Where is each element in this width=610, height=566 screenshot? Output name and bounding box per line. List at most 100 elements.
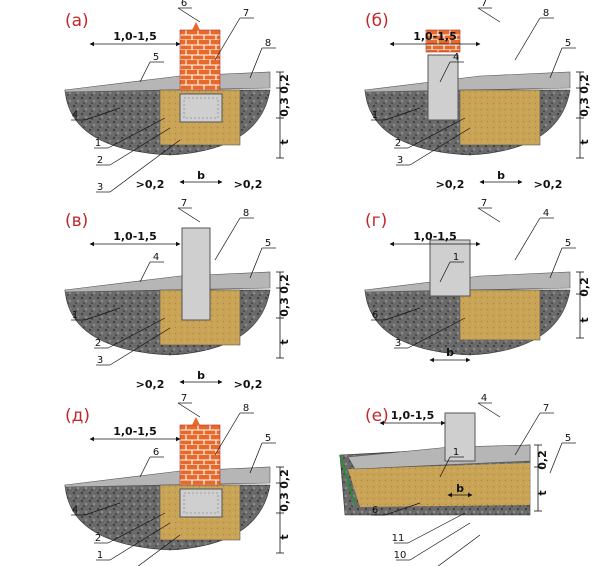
callout-leader xyxy=(477,207,501,223)
callout-label-1: 1 xyxy=(453,252,459,263)
callout-leader xyxy=(84,107,121,121)
callout-leader xyxy=(177,207,201,223)
panel-letter-v: (в) xyxy=(65,211,88,231)
span-label: 1,0-1,5 xyxy=(413,230,457,243)
vertical-label-0: 0,2 xyxy=(536,450,549,470)
sand-cushion xyxy=(459,289,541,341)
callout-label-3: 3 xyxy=(395,338,401,349)
foundation-beam xyxy=(429,239,471,297)
side-offset-left: >0,2 xyxy=(136,378,165,391)
callout-leader xyxy=(109,127,171,166)
callout-leader xyxy=(384,107,421,121)
side-offset-left: >0,2 xyxy=(136,178,165,191)
callout-leader xyxy=(249,47,263,79)
blind-area xyxy=(364,71,571,93)
vertical-label-2: t xyxy=(278,139,291,144)
side-offset-right: >0,2 xyxy=(534,178,563,191)
panel-letter-d: (д) xyxy=(65,406,90,426)
panel-letter-g: (г) xyxy=(365,211,387,231)
callout-leader xyxy=(109,522,171,561)
callout-label-5: 5 xyxy=(265,433,271,444)
callout-leader xyxy=(409,522,471,561)
brick-wall xyxy=(179,29,221,91)
callout-label-4: 4 xyxy=(153,252,159,263)
span-label: 1,0-1,5 xyxy=(113,230,157,243)
callout-leader xyxy=(407,512,466,544)
span-label: 1,0-1,5 xyxy=(113,425,157,438)
vertical-label-1: t xyxy=(536,490,549,495)
callout-label-10: 10 xyxy=(394,550,407,561)
callout-label-3: 3 xyxy=(397,155,403,166)
callout-label-4: 4 xyxy=(72,110,78,121)
callout-label-5: 5 xyxy=(153,52,159,63)
foundation-beam xyxy=(427,54,459,121)
callout-label-7: 7 xyxy=(481,198,487,209)
callout-label-3: 3 xyxy=(97,355,103,366)
width-label: b xyxy=(197,564,205,566)
foundation-beam xyxy=(179,93,223,123)
callout-leader xyxy=(214,17,241,61)
vertical-label-1: 0,3 xyxy=(278,97,291,117)
callout-leader xyxy=(139,61,151,83)
callout-label-11: 11 xyxy=(392,533,405,544)
sand-backfill xyxy=(348,463,530,507)
vertical-label-2: t xyxy=(578,139,591,144)
foundation-beam xyxy=(179,488,223,518)
vertical-label-1: t xyxy=(578,317,591,322)
callout-label-7: 7 xyxy=(243,8,249,19)
callout-label-7: 7 xyxy=(481,0,487,9)
callout-leader xyxy=(514,17,541,61)
width-label: b xyxy=(446,346,454,359)
callout-label-5: 5 xyxy=(565,38,571,49)
foundation-beam xyxy=(444,412,476,462)
callout-label-4: 4 xyxy=(72,505,78,516)
width-label: b xyxy=(497,169,505,182)
callout-label-7: 7 xyxy=(181,393,187,404)
callout-label-4: 4 xyxy=(481,393,487,404)
callout-leader xyxy=(407,117,466,149)
callout-label-4: 4 xyxy=(453,52,459,63)
panel-letter-b: (б) xyxy=(365,11,389,31)
callout-leader xyxy=(439,456,451,478)
callout-label-6: 6 xyxy=(372,505,378,516)
callout-leader xyxy=(84,502,121,516)
callout-label-1: 1 xyxy=(97,550,103,561)
callout-leader xyxy=(137,534,181,566)
callout-leader xyxy=(437,534,481,566)
callout-leader xyxy=(109,327,171,366)
callout-label-1: 1 xyxy=(95,138,101,149)
callout-label-6: 6 xyxy=(181,0,187,9)
callout-leader xyxy=(407,317,466,349)
reinforcement xyxy=(183,492,219,514)
callout-leader xyxy=(549,247,563,279)
span-label: 1,0-1,5 xyxy=(391,409,435,422)
callout-leader xyxy=(477,7,501,23)
callout-leader xyxy=(384,307,421,321)
callout-label-2: 2 xyxy=(395,138,401,149)
callout-leader xyxy=(139,456,151,478)
brick-wall xyxy=(179,424,221,486)
callout-leader xyxy=(384,502,421,516)
callout-leader xyxy=(249,247,263,279)
side-offset-right: >0,2 xyxy=(234,178,263,191)
callout-leader xyxy=(549,47,563,79)
vertical-label-1: 0,3 xyxy=(278,492,291,512)
callout-label-5: 5 xyxy=(565,433,571,444)
panel-e: (е)1,0-1,5b0,2t4751611109 xyxy=(339,393,576,566)
vertical-label-0: 0,2 xyxy=(578,277,591,297)
callout-leader xyxy=(177,7,201,23)
span-label: 1,0-1,5 xyxy=(413,30,457,43)
vertical-label-0: 0,2 xyxy=(578,74,591,94)
callout-label-7: 7 xyxy=(543,403,549,414)
callout-label-7: 7 xyxy=(181,198,187,209)
callout-leader xyxy=(514,217,541,261)
vertical-label-1: 0,3 xyxy=(578,97,591,117)
side-offset-left: >0,2 xyxy=(436,178,465,191)
callout-leader xyxy=(214,412,241,456)
vertical-label-0: 0,2 xyxy=(278,74,291,94)
slope-vegetation xyxy=(339,454,356,506)
callout-label-1: 1 xyxy=(372,110,378,121)
panel-letter-a: (а) xyxy=(65,11,89,31)
